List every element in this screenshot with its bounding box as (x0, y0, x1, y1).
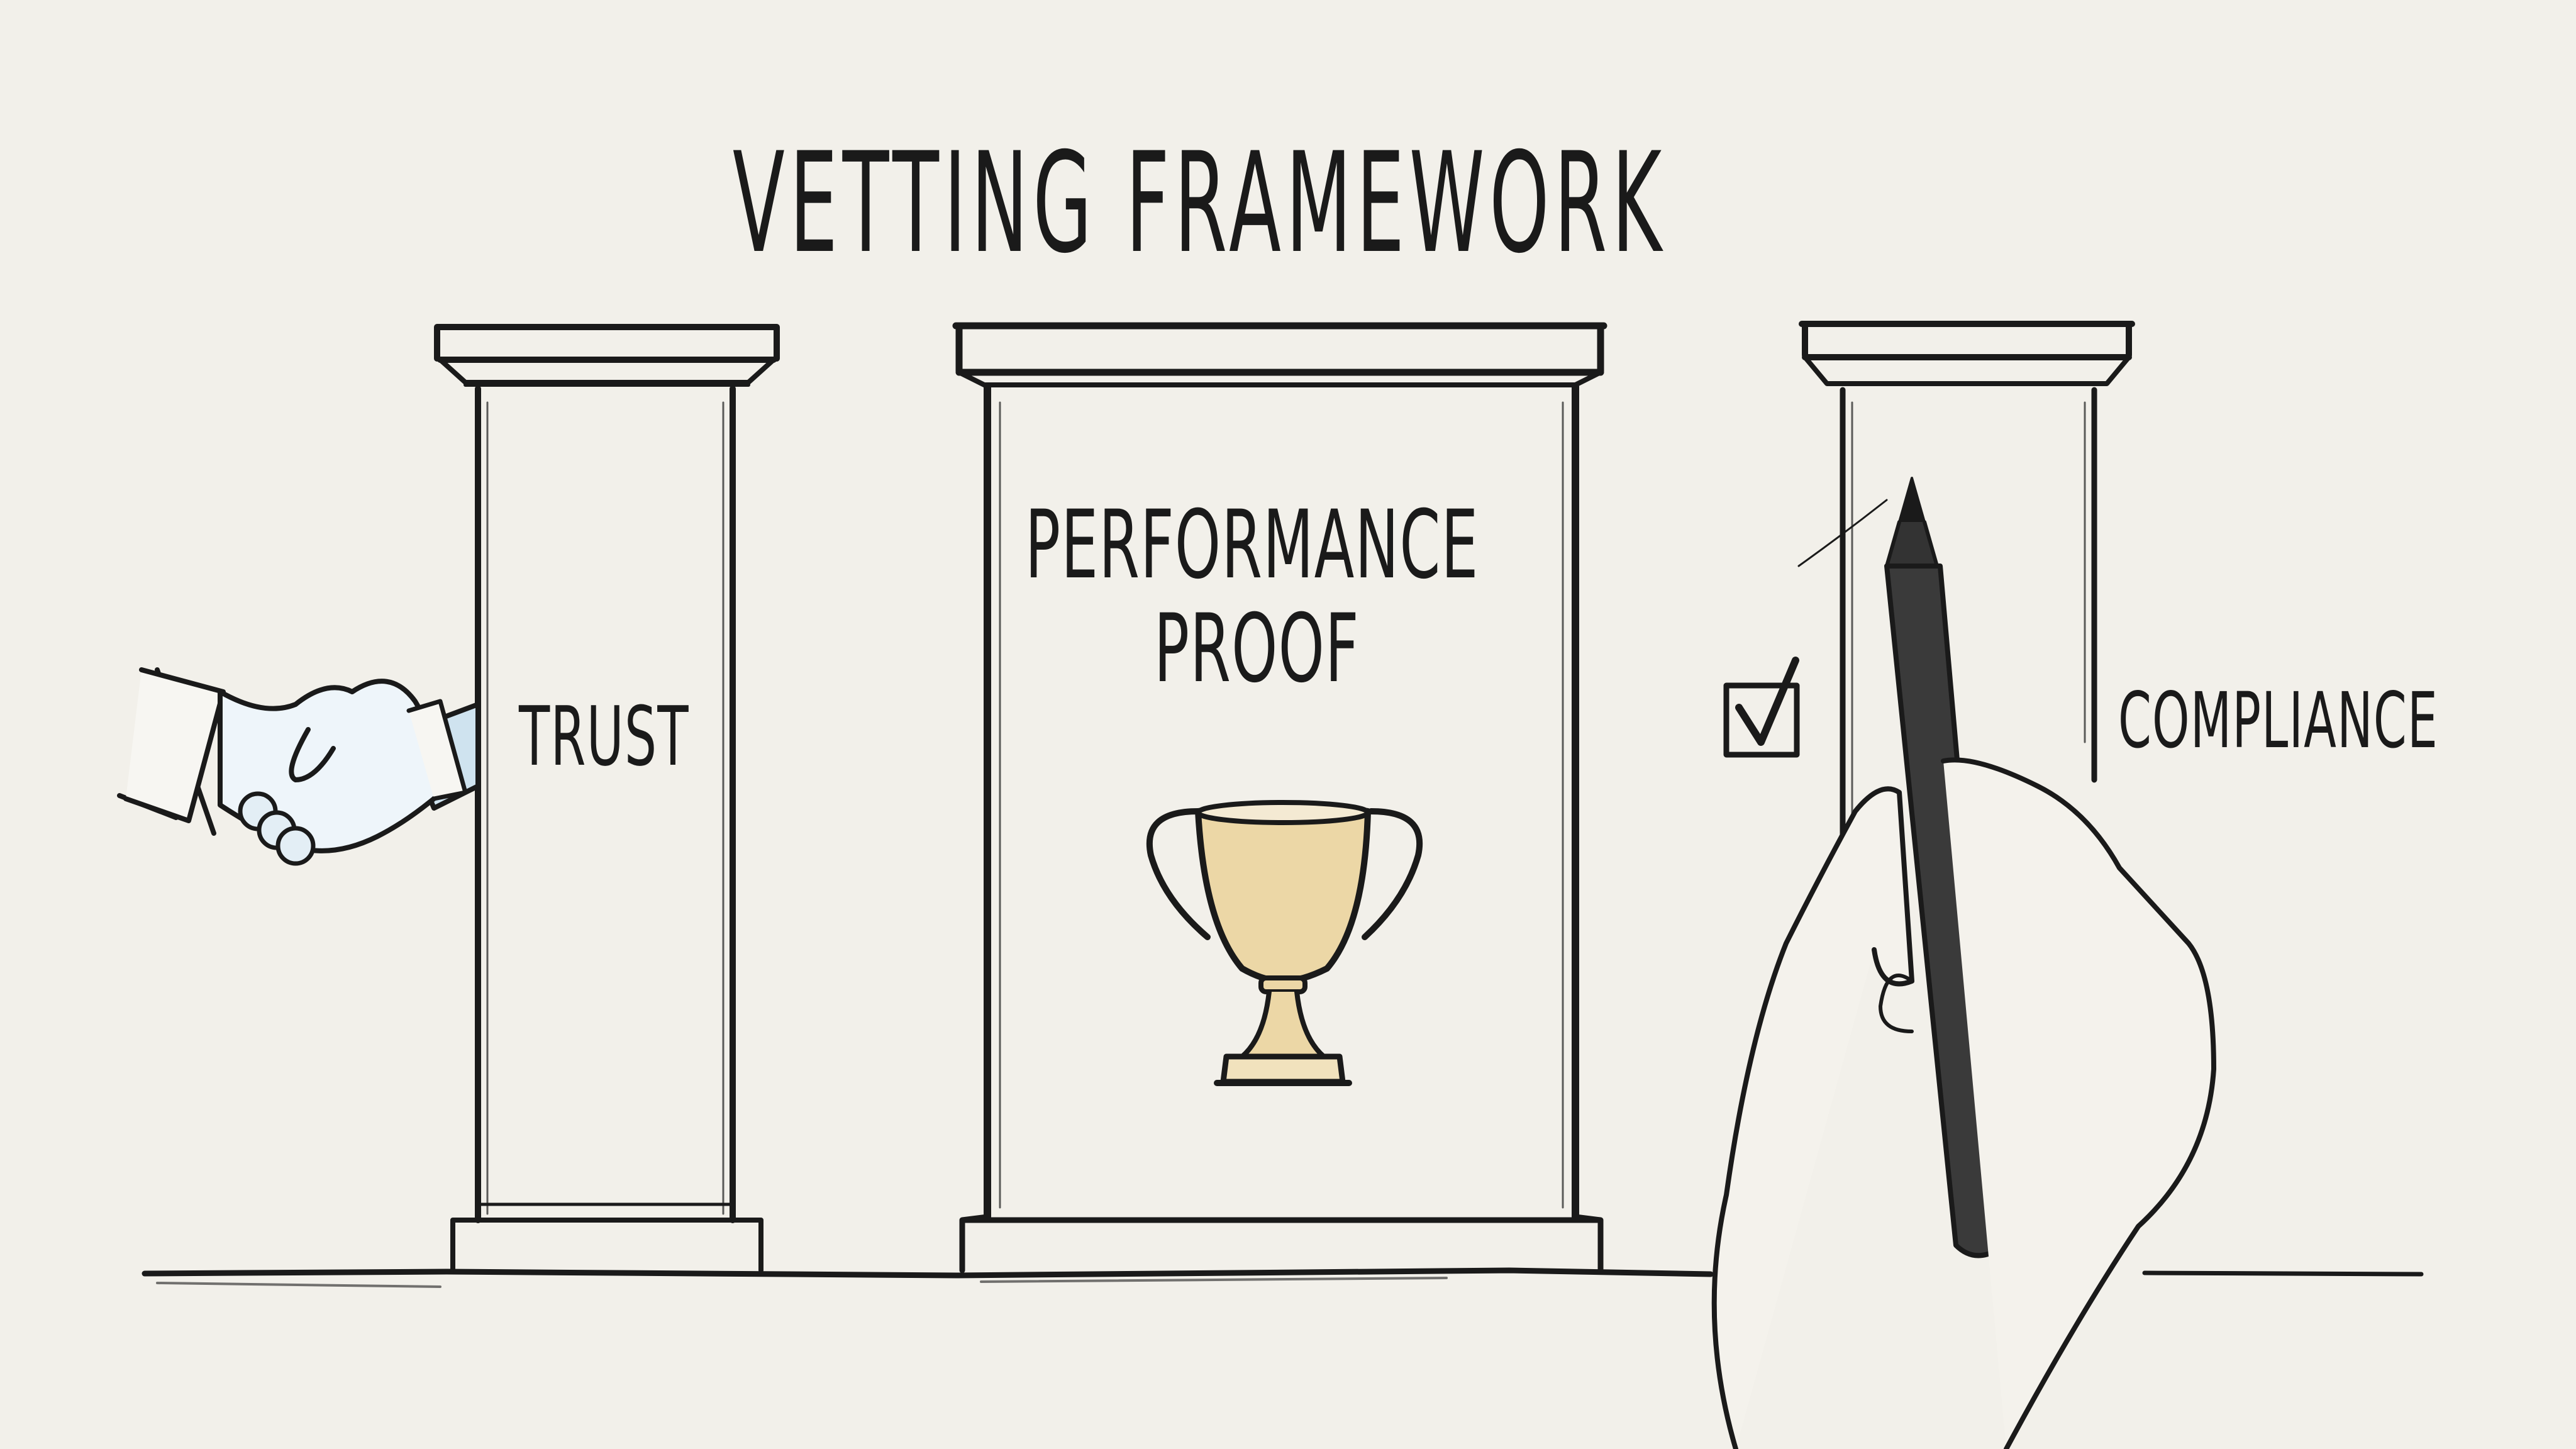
handshake-icon (117, 667, 480, 866)
checkbox-checked-icon (1723, 657, 1800, 758)
pillar-label-performance-line2: PROOF (1154, 594, 1360, 704)
pillar-trust (434, 324, 780, 1273)
hand-holding-pen (1711, 477, 2216, 1449)
pillar-label-compliance: COMPLIANCE (2118, 676, 2439, 765)
page-title: VETTING FRAMEWORK (733, 123, 1667, 284)
pillar-compliance (1799, 321, 2135, 884)
pillar-label-trust: TRUST (519, 689, 689, 784)
trophy-icon (1146, 800, 1423, 1086)
pillar-performance (952, 322, 1607, 1274)
ground-line (142, 1267, 2424, 1288)
pillar-label-performance-line1: PERFORMANCE (1025, 491, 1479, 600)
